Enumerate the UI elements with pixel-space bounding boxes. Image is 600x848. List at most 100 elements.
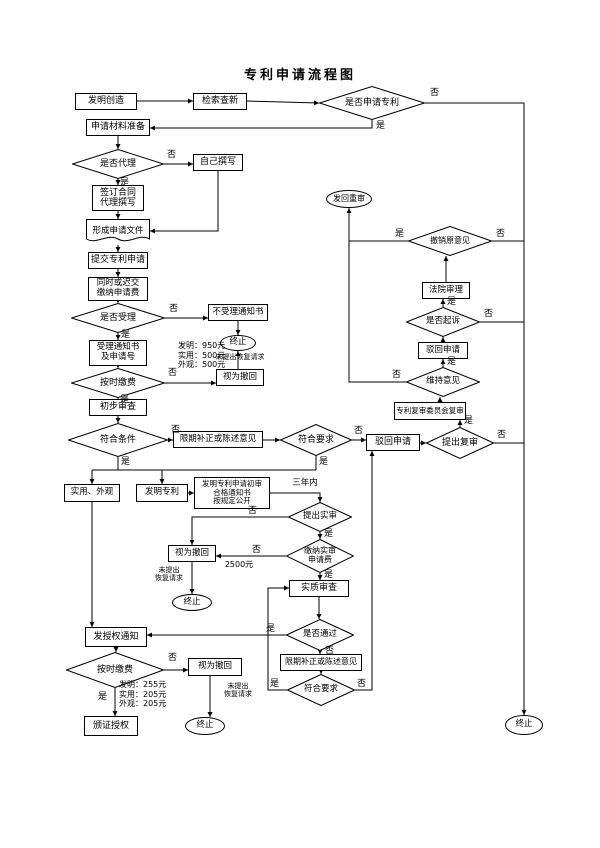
grant-fee-note: 发明：255元 实用：205元 外观：205元 bbox=[119, 680, 167, 709]
page-title: 专利申请流程图 bbox=[243, 68, 356, 83]
form-documents-doc: 形成申请文件 bbox=[86, 219, 150, 245]
request-reexamination-decision: 提出复审 bbox=[426, 427, 494, 459]
meets-conditions-decision: 符合条件 bbox=[68, 423, 168, 457]
non-acceptance-notice-box: 不受理通知书 bbox=[208, 304, 268, 321]
sign-contract-box-label: 签订合同 代理撰写 bbox=[99, 187, 136, 208]
three-years-note: 三年内 bbox=[292, 478, 318, 488]
meets-requirements-decision-2: 符合要求 bbox=[287, 674, 355, 706]
pay-application-fee-box: 同时或迟交 缴纳申请费 bbox=[88, 277, 148, 301]
novelty-search-box: 检索查新 bbox=[193, 93, 247, 110]
deemed-withdrawn-box-1: 视为撤回 bbox=[216, 369, 264, 386]
meets-conditions-decision-label: 符合条件 bbox=[99, 434, 136, 445]
agency-decision-label: 是否代理 bbox=[99, 158, 136, 169]
connector-line bbox=[355, 451, 375, 691]
yes-label: 是 bbox=[98, 692, 108, 702]
connector-line bbox=[425, 102, 527, 715]
meets-requirements-decision-2-label: 符合要求 bbox=[303, 684, 338, 695]
apply-patent-decision: 是否申请专利 bbox=[319, 86, 425, 120]
exam-fee-note: 2500元 bbox=[224, 560, 254, 569]
meets-requirements-decision-1: 符合要求 bbox=[280, 424, 352, 456]
sue-court-decision: 是否起诉 bbox=[406, 307, 480, 337]
maintain-opinion-decision: 维持意见 bbox=[406, 367, 480, 397]
sign-contract-box: 签订合同 代理撰写 bbox=[92, 185, 144, 211]
no-label: 否 bbox=[392, 370, 402, 380]
substantive-exam-box-label: 实质审查 bbox=[300, 583, 337, 594]
pay-on-time-decision-2: 按时缴费 bbox=[66, 652, 164, 688]
self-writing-box: 自己撰写 bbox=[193, 154, 243, 171]
yes-label: 是 bbox=[319, 457, 329, 467]
pay-on-time-decision-2-label: 按时缴费 bbox=[96, 664, 133, 675]
invention-patent-box: 发明专利 bbox=[136, 484, 188, 502]
revoke-opinion-decision: 撤销原意见 bbox=[408, 226, 492, 256]
reexamination-board-box: 专利复审委员会复审 bbox=[394, 402, 466, 420]
sue-court-decision-label: 是否起诉 bbox=[425, 316, 460, 327]
connector-line bbox=[189, 516, 288, 545]
yes-label: 是 bbox=[121, 330, 131, 340]
deemed-withdrawn-box-2: 视为撤回 bbox=[168, 545, 216, 562]
terminate-oval-2: 终止 bbox=[172, 594, 212, 611]
no-label: 否 bbox=[167, 150, 177, 160]
no-recovery-note-1: 未提出恢复请求 bbox=[215, 353, 265, 361]
yes-label: 是 bbox=[376, 121, 386, 131]
connector-line bbox=[267, 585, 289, 691]
submit-application-box-label: 提交专利申请 bbox=[90, 255, 145, 266]
novelty-search-box-label: 检索查新 bbox=[201, 96, 238, 107]
agency-decision: 是否代理 bbox=[72, 149, 164, 179]
invention-creation-box-label: 发明创造 bbox=[87, 96, 124, 107]
terminate-oval-1: 终止 bbox=[220, 335, 256, 351]
yes-label: 是 bbox=[121, 457, 131, 467]
deemed-withdrawn-box-2-label: 视为撤回 bbox=[174, 547, 209, 558]
no-label: 否 bbox=[484, 309, 494, 319]
no-label: 否 bbox=[354, 426, 364, 436]
no-label: 否 bbox=[325, 646, 335, 656]
pass-decision: 是否通过 bbox=[286, 619, 354, 651]
remand-retrial-oval: 发回重审 bbox=[326, 190, 372, 208]
meets-requirements-decision-1-label: 符合要求 bbox=[297, 434, 334, 445]
reject-application-box: 驳回申请 bbox=[366, 434, 420, 451]
yes-label: 是 bbox=[464, 416, 474, 426]
self-writing-box-label: 自己撰写 bbox=[199, 157, 236, 168]
terminate-oval-4: 终止 bbox=[505, 715, 543, 735]
acceptance-decision: 是否受理 bbox=[71, 303, 165, 333]
correction-notice-box-1-label: 限期补正或陈述意见 bbox=[179, 433, 257, 444]
publication-box: 发明专利申请初审 合格通知书 按规定公开 bbox=[194, 477, 270, 509]
no-label: 否 bbox=[496, 229, 506, 239]
utility-design-box-label: 实用、外观 bbox=[70, 487, 114, 498]
correction-notice-box-2-label: 限期补正或陈述意见 bbox=[285, 657, 357, 667]
utility-design-box: 实用、外观 bbox=[64, 484, 120, 502]
non-acceptance-notice-box-label: 不受理通知书 bbox=[212, 306, 264, 317]
application-fee-note: 发明：950元 实用：500元 外观：500元 bbox=[178, 341, 226, 370]
invention-creation-box: 发明创造 bbox=[75, 93, 137, 110]
acceptance-notice-box-label: 受理通知书 及申请号 bbox=[96, 342, 140, 362]
no-label: 否 bbox=[357, 679, 367, 689]
reexamination-board-box-label: 专利复审委员会复审 bbox=[396, 405, 464, 415]
correction-notice-box-1: 限期补正或陈述意见 bbox=[173, 431, 263, 448]
certificate-grant-box-label: 颁证授权 bbox=[92, 720, 129, 731]
pay-application-fee-box-label: 同时或迟交 缴纳申请费 bbox=[96, 278, 140, 298]
substantive-exam-box: 实质审查 bbox=[289, 580, 349, 597]
yes-label: 是 bbox=[447, 357, 457, 367]
material-preparation-box: 申请材料准备 bbox=[86, 119, 150, 136]
deemed-withdrawn-box-1-label: 视为撤回 bbox=[222, 371, 257, 382]
terminate-oval-4-label: 终止 bbox=[515, 719, 533, 730]
no-label: 否 bbox=[169, 304, 179, 314]
no-label: 否 bbox=[168, 653, 178, 663]
no-recovery-note-2: 未提出 恢复请求 bbox=[155, 566, 183, 583]
connector-line bbox=[150, 120, 373, 131]
correction-notice-box-2: 限期补正或陈述意见 bbox=[280, 654, 362, 671]
request-substantive-exam-decision-label: 提出实审 bbox=[302, 511, 337, 522]
connector-line bbox=[270, 492, 323, 502]
no-label: 否 bbox=[252, 545, 262, 555]
publication-box-label: 发明专利申请初审 合格通知书 按规定公开 bbox=[202, 479, 262, 506]
deemed-withdrawn-box-3: 视为撤回 bbox=[188, 658, 242, 676]
grant-notice-box: 发授权通知 bbox=[85, 627, 147, 647]
reject-application-box-label: 驳回申请 bbox=[374, 437, 411, 448]
connector-line bbox=[150, 171, 219, 234]
grant-notice-box-label: 发授权通知 bbox=[93, 631, 139, 642]
pass-decision-label: 是否通过 bbox=[302, 629, 337, 640]
reject-application-box-2-label: 驳回申请 bbox=[425, 344, 460, 355]
yes-label: 是 bbox=[266, 624, 276, 634]
no-label: 否 bbox=[171, 425, 181, 435]
no-label: 否 bbox=[430, 88, 440, 98]
